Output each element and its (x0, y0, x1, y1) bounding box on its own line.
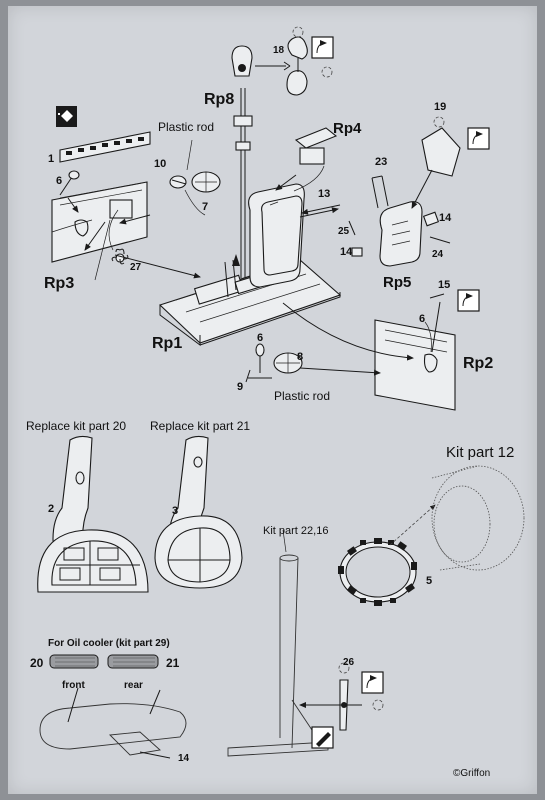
part-number: 27 (130, 262, 142, 273)
label-copyright: ©Griffon (453, 768, 490, 779)
part-number: 8 (297, 351, 303, 363)
part-6-lever (59, 170, 80, 213)
kit-part-12-wheel (431, 465, 525, 571)
throttle-parts (245, 343, 381, 383)
part-number: 5 (426, 575, 432, 587)
rp4-bulkhead (248, 127, 341, 288)
part-10-7 (169, 139, 221, 216)
label-plastic-rod-top: Plastic rod (158, 120, 214, 134)
label-rp8: Rp8 (204, 91, 234, 108)
label-rp4: Rp4 (333, 120, 362, 137)
part-2-rudder-pedal (37, 435, 149, 593)
oil-cooler-body (39, 687, 187, 759)
label-rp2: Rp2 (463, 355, 493, 372)
rp8-control-column (231, 26, 333, 278)
pencil-icon (311, 726, 334, 749)
label-oil-cooler: For Oil cooler (kit part 29) (48, 638, 170, 649)
part-number: 18 (273, 45, 285, 56)
part-number: 7 (202, 201, 208, 213)
bend-icon-18 (311, 36, 334, 59)
label-rp1: Rp1 (152, 335, 182, 352)
part-27-flower (108, 209, 129, 265)
bend-icon-15 (457, 289, 480, 312)
part-3-rudder-pedal (154, 435, 243, 589)
rp5-seat (348, 116, 461, 267)
part-26 (299, 662, 384, 731)
bend-icon-19 (467, 127, 490, 150)
part-number: 15 (438, 279, 450, 291)
part-number: 23 (375, 156, 387, 168)
rp3-left-panel (51, 131, 151, 281)
label-rp3: Rp3 (44, 275, 74, 292)
label-rear: rear (124, 680, 143, 691)
part-number: 14 (340, 246, 353, 258)
part-number: 26 (343, 657, 355, 668)
label-plastic-rod-bottom: Plastic rod (274, 389, 330, 403)
label-replace-21: Replace kit part 21 (150, 419, 250, 433)
part-number: 1 (48, 153, 54, 165)
part-number: 2 (48, 503, 54, 515)
part-number: 20 (30, 656, 44, 670)
rp1-floor (114, 254, 342, 346)
rp2-right-panel (282, 293, 456, 411)
part-number: 13 (318, 188, 330, 200)
part-number: 14 (439, 212, 452, 224)
label-kit-part-12: Kit part 12 (446, 444, 514, 461)
label-rp5: Rp5 (383, 274, 411, 291)
part-number: 9 (237, 381, 243, 393)
part-number: 3 (172, 505, 178, 517)
label-replace-20: Replace kit part 20 (26, 419, 126, 433)
bend-icon-26 (361, 671, 384, 694)
label-kit-part-22-16: Kit part 22,16 (263, 525, 328, 537)
part-number: 6 (419, 313, 425, 325)
oil-cooler-mesh (49, 654, 159, 669)
label-front: front (62, 680, 85, 691)
part-number: 21 (166, 656, 180, 670)
part-number: 14 (178, 753, 190, 764)
part-number: 19 (434, 101, 446, 113)
part-number: 10 (154, 158, 166, 170)
kit-part-22-16 (227, 529, 329, 757)
part-number: 6 (257, 332, 263, 344)
part-number: 24 (432, 249, 444, 260)
part-number: 6 (56, 175, 62, 187)
part-number: 25 (338, 226, 350, 237)
photoetch-icon (56, 106, 77, 127)
part-5-gear (338, 504, 436, 606)
